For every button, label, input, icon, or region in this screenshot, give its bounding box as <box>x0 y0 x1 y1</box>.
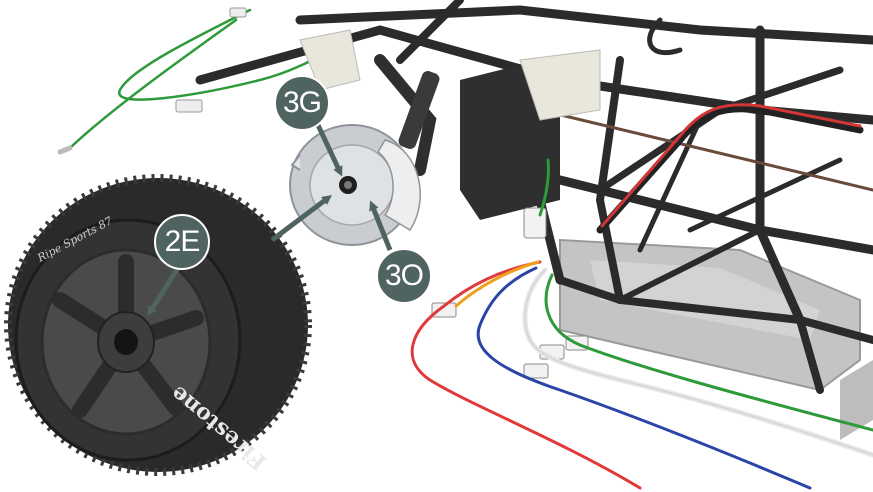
wiring-harness <box>410 158 873 490</box>
callout-3g: 3G <box>274 75 330 131</box>
suspension-assembly <box>299 29 601 220</box>
frame-cables <box>596 103 864 234</box>
chassis-tray <box>559 238 873 440</box>
arrow-3g <box>315 123 343 177</box>
callout-3o: 3O <box>376 248 432 304</box>
green-wire-loose <box>57 7 352 155</box>
arrow-3o <box>369 200 393 251</box>
arrow-2e-to-wheel <box>147 266 181 317</box>
callout-2e: 2E <box>154 214 210 270</box>
callout-arrows <box>147 123 393 317</box>
tire-wheel-2e: Firestone Ripe Sports 87 <box>4 174 312 476</box>
arrow-2e-to-hub <box>270 195 332 242</box>
